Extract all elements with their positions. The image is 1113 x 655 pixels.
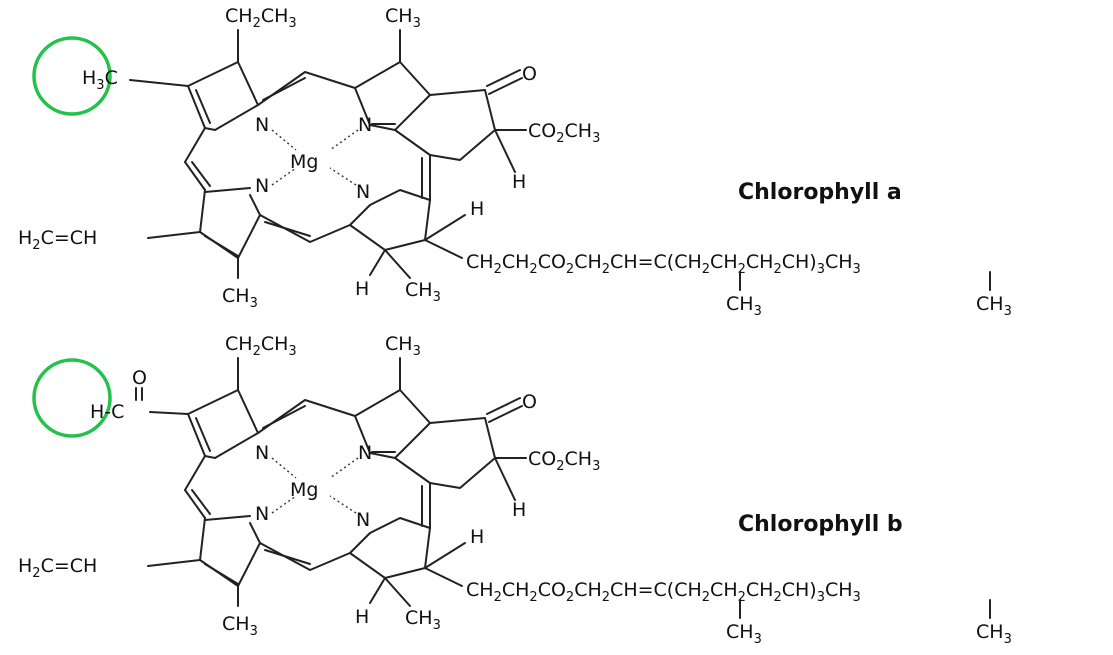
vinyl-label-a: H2C=CH [18, 227, 97, 253]
chain-branch2-b: CH3 [976, 621, 1012, 647]
bottom-methyl-a: CH3 [222, 285, 258, 311]
chain-branch2-a: CH3 [976, 293, 1012, 319]
nitrogen-a3: N [255, 175, 269, 197]
highlight-circle-b [32, 358, 112, 438]
aldehyde-oxygen-b: O [132, 367, 147, 389]
ketone-oxygen-b: O [522, 391, 537, 413]
chain-branch1-b: CH3 [726, 621, 762, 647]
nitrogen-a4: N [356, 181, 370, 203]
nitrogen-b2: N [358, 442, 372, 464]
phytol-chain-a: CH2CH2CO2CH2CH=C(CH2CH2CH2CH)3CH3 [466, 251, 861, 277]
nitrogen-b3: N [255, 503, 269, 525]
methyl-top-label: CH3 [385, 5, 421, 31]
magnesium-b: Mg [290, 479, 318, 501]
ring-h2-a: H [470, 198, 484, 220]
phytol-chain-b: CH2CH2CO2CH2CH=C(CH2CH2CH2CH)3CH3 [466, 579, 861, 605]
nitrogen-a2: N [358, 114, 372, 136]
ring-h1-a: H [512, 171, 526, 193]
ethyl-group-label: CH2CH3 [225, 5, 297, 31]
highlight-circle-a [32, 36, 112, 116]
title-chlorophyll-b: Chlorophyll b [738, 512, 903, 537]
molecule-chlorophyll-b: CH2CH3 CH3 O H-C H2C=CH O CO2CH3 H N N M… [18, 333, 1012, 647]
bottom-ch3-b: CH3 [405, 607, 441, 633]
aldehyde-group-b: H-C [90, 401, 124, 423]
nitrogen-b4: N [356, 509, 370, 531]
magnesium-a: Mg [290, 151, 318, 173]
methyl-top-label-b: CH3 [385, 333, 421, 359]
ring-h1-b: H [512, 499, 526, 521]
ester-label-a: CO2CH3 [528, 120, 600, 146]
molecule-chlorophyll-a: CH2CH3 CH3 H3C H2C=CH O CO2CH3 H N N Mg [18, 5, 1012, 319]
chain-branch1-a: CH3 [726, 293, 762, 319]
bottom-h-b: H [355, 606, 369, 628]
title-chlorophyll-a: Chlorophyll a [738, 180, 902, 205]
ketone-oxygen-a: O [522, 63, 537, 85]
bottom-ch3-a: CH3 [405, 279, 441, 305]
nitrogen-a1: N [255, 114, 269, 136]
bottom-h-a: H [355, 278, 369, 300]
nitrogen-b1: N [255, 442, 269, 464]
ester-label-b: CO2CH3 [528, 448, 600, 474]
vinyl-label-b: H2C=CH [18, 555, 97, 581]
methyl-left-label-a: H3C [82, 67, 118, 93]
ethyl-group-label-b: CH2CH3 [225, 333, 297, 359]
bottom-methyl-b: CH3 [222, 613, 258, 639]
ring-h2-b: H [470, 526, 484, 548]
